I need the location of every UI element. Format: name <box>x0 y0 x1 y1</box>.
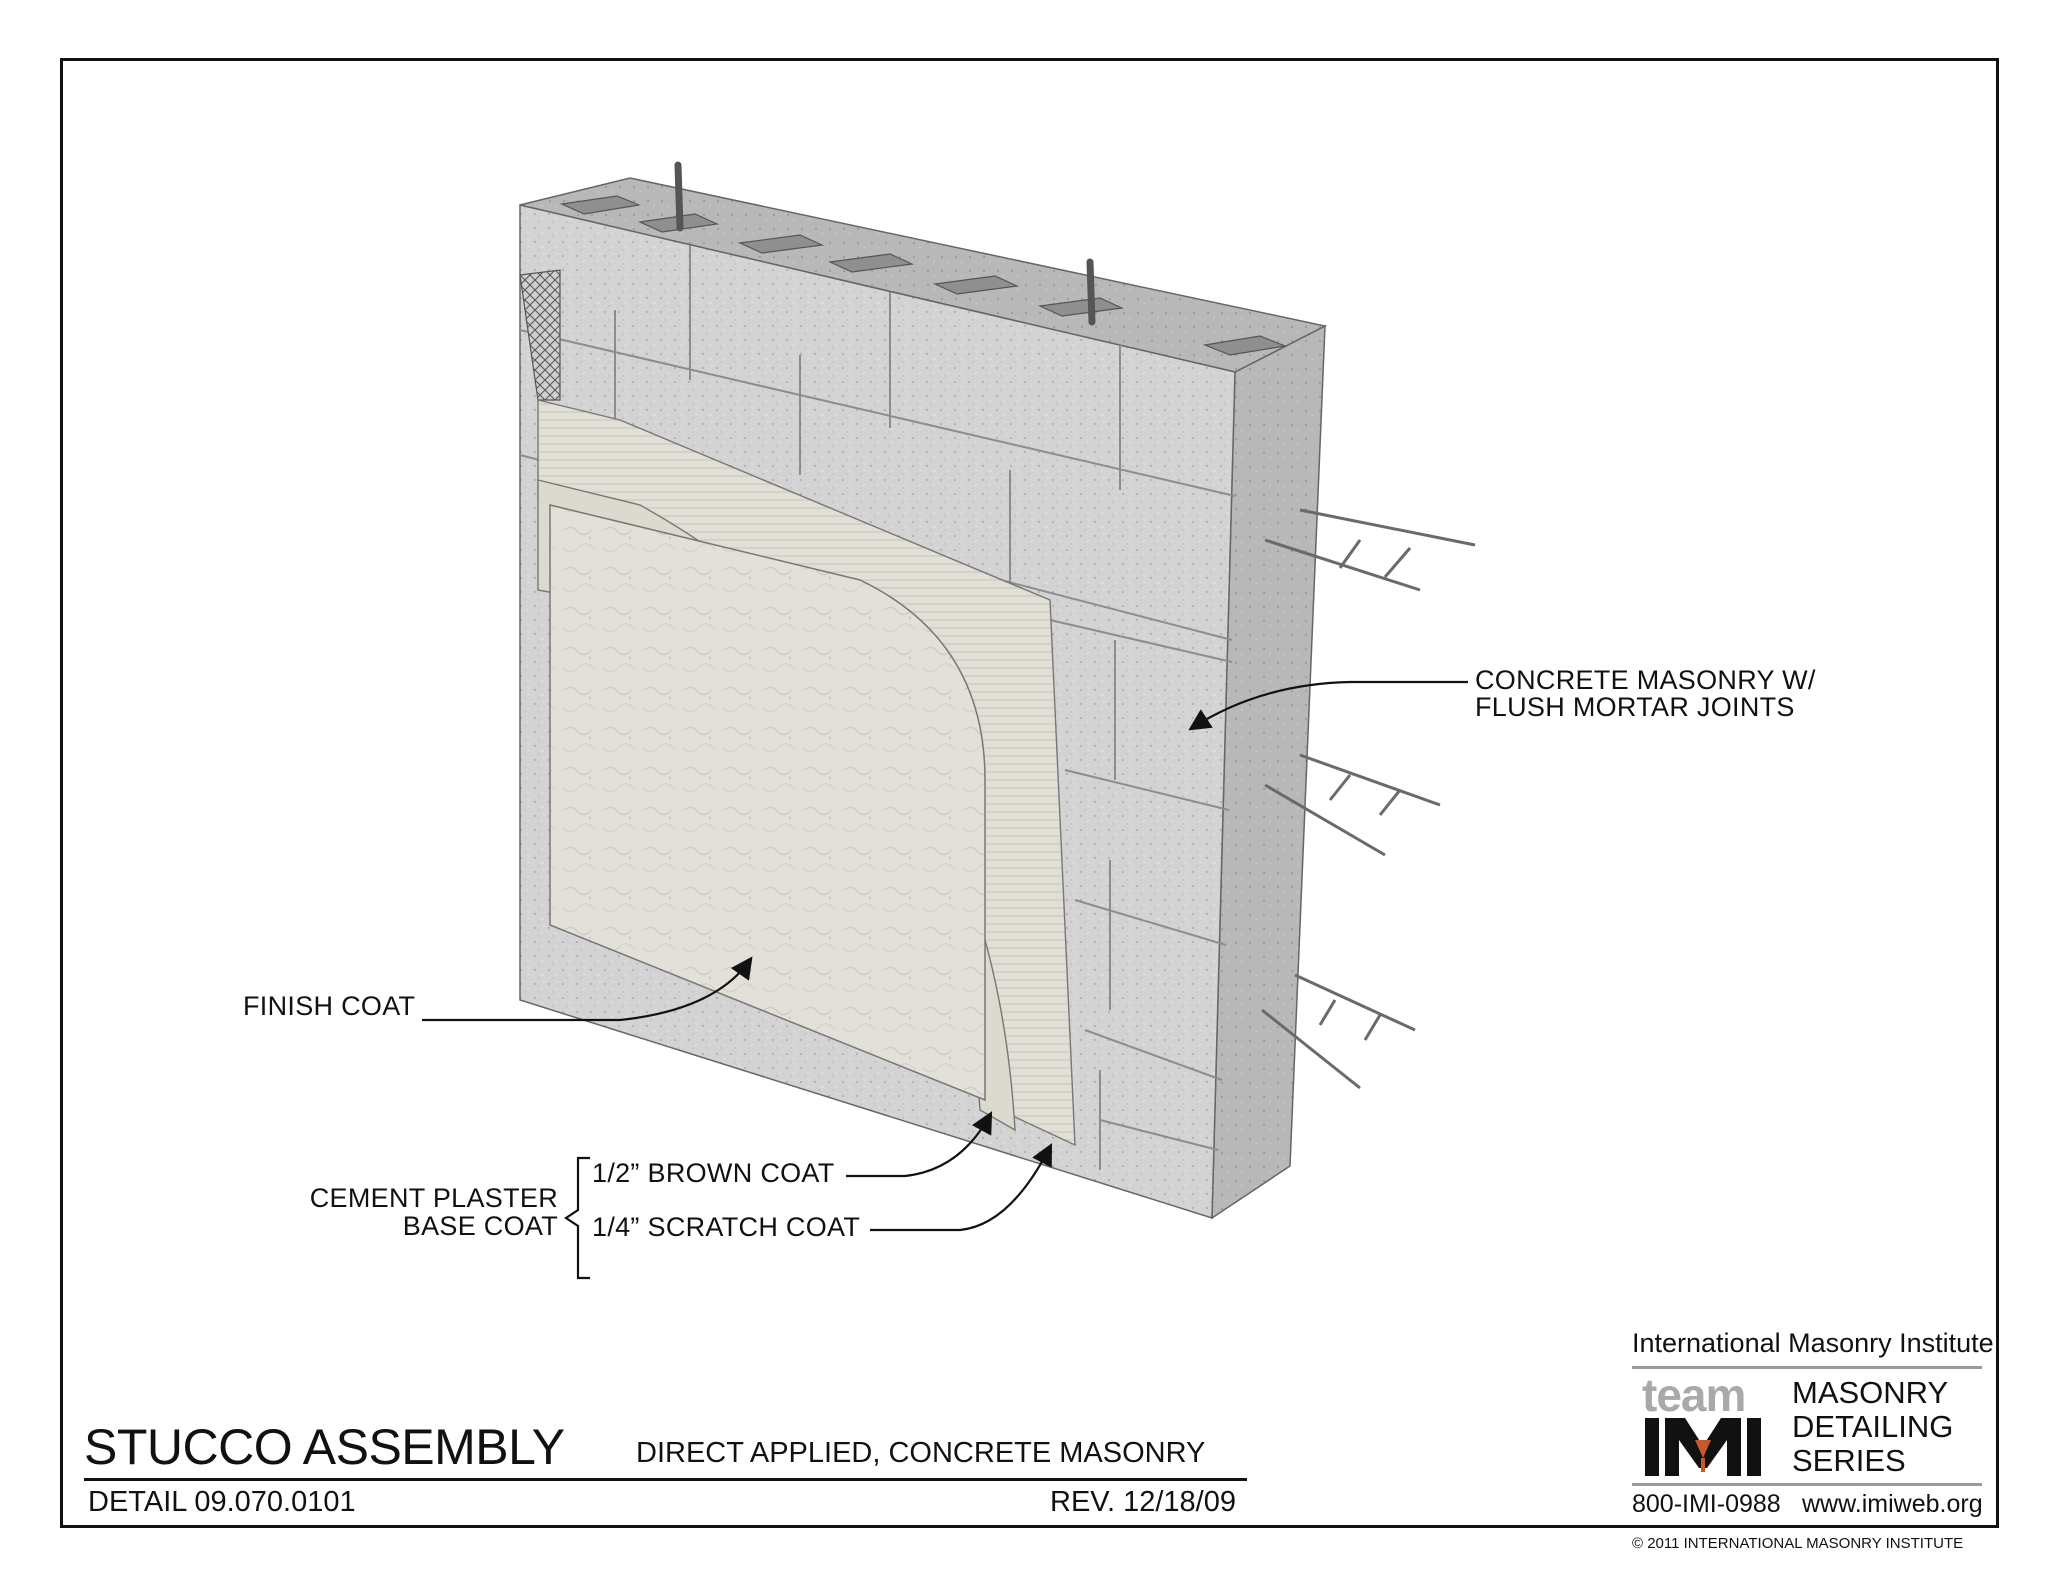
page-subtitle: DIRECT APPLIED, CONCRETE MASONRY <box>636 1437 1206 1469</box>
series-line2: DETAILING <box>1792 1409 1954 1444</box>
metal-lath <box>519 269 561 401</box>
joint-reinforcement <box>1261 508 1476 1090</box>
imi-logo-icon <box>1645 1418 1761 1476</box>
callout-cement-plaster-line1: CEMENT PLASTER <box>309 1183 558 1213</box>
drawing-frame <box>60 58 1999 1528</box>
copyright-notice: © 2011 INTERNATIONAL MASONRY INSTITUTE <box>1632 1535 1964 1552</box>
series-wordmark: MASONRY DETAILING SERIES <box>1792 1376 1953 1478</box>
phone-number: 800-IMI-0988 <box>1632 1490 1781 1518</box>
block-cores <box>559 195 1288 356</box>
callout-scratch-coat: 1/4” SCRATCH COAT <box>592 1212 861 1242</box>
callout-concrete-masonry-line1: CONCRETE MASONRY W/ <box>1475 665 1816 695</box>
team-wordmark: team <box>1642 1369 1746 1421</box>
detail-number: DETAIL 09.070.0101 <box>88 1486 356 1518</box>
rebar <box>674 161 1096 326</box>
finish-coat-layer <box>549 504 986 1102</box>
base-coat-bracket <box>564 1156 590 1280</box>
logo-rule-bottom <box>1632 1483 1982 1486</box>
series-line3: SERIES <box>1792 1443 1906 1478</box>
page-title: STUCCO ASSEMBLY <box>84 1419 565 1475</box>
callout-cement-plaster-line2: BASE COAT <box>402 1211 558 1241</box>
callout-finish-coat: FINISH COAT <box>243 991 416 1021</box>
callout-brown-coat: 1/2” BROWN COAT <box>592 1158 835 1188</box>
series-line1: MASONRY <box>1792 1375 1949 1410</box>
institute-name: International Masonry Institute <box>1632 1328 1994 1358</box>
website-link[interactable]: www.imiweb.org <box>1802 1490 1983 1518</box>
leader-lines <box>422 680 1468 1232</box>
revision-date: REV. 12/18/09 <box>1050 1486 1236 1518</box>
callout-concrete-masonry-line2: FLUSH MORTAR JOINTS <box>1475 692 1795 722</box>
logo-rule-top <box>1632 1366 1982 1369</box>
title-rule <box>84 1478 1247 1481</box>
